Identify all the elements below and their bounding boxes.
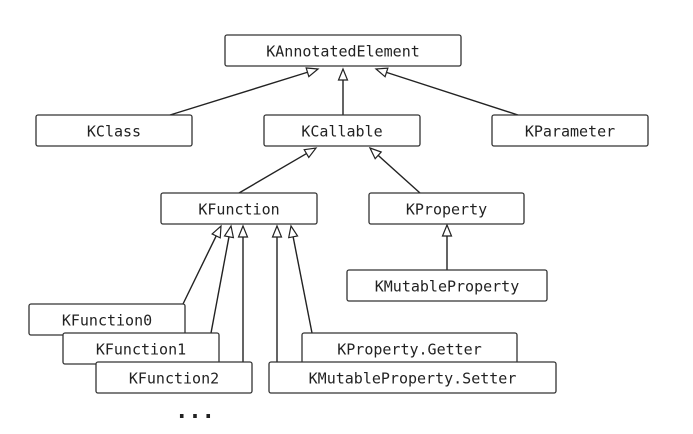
inheritance-arrowhead-icon <box>287 224 299 239</box>
class-name-label: KMutableProperty <box>375 278 520 296</box>
edge-kmutableproperty-to-kproperty <box>441 223 453 270</box>
inheritance-arrowhead-icon <box>303 147 318 159</box>
edge-line <box>182 235 217 305</box>
edge-line <box>169 71 308 116</box>
inheritance-arrowhead-icon <box>305 67 320 78</box>
class-node-kmutableproperty: KMutableProperty <box>346 269 548 302</box>
inheritance-arrowhead-icon <box>441 223 453 237</box>
class-box <box>263 114 421 147</box>
class-node-kcallable: KCallable <box>263 114 421 147</box>
class-name-label: KFunction0 <box>62 312 152 330</box>
class-node-kfunction0: KFunction0 <box>28 303 186 336</box>
more-functions-ellipsis: ... <box>175 399 215 424</box>
inheritance-arrowhead-icon <box>237 224 249 238</box>
inheritance-arrowhead-icon <box>374 67 389 78</box>
edge-kcallable-to-kannotatedelement <box>337 67 349 115</box>
edge-kmutableproperty-setter-to-kfunction <box>271 224 283 362</box>
edge-kfunction2-to-kfunction <box>237 224 249 362</box>
class-node-kclass: KClass <box>35 114 193 147</box>
class-node-kannotatedelement: KAnnotatedElement <box>224 34 462 67</box>
class-node-kmutableproperty-setter: KMutableProperty.Setter <box>268 361 557 394</box>
edge-line <box>210 236 230 334</box>
class-name-label: KFunction1 <box>96 341 186 359</box>
class-node-kfunction2: KFunction2 <box>95 361 253 394</box>
class-name-label: KProperty.Getter <box>337 341 482 359</box>
class-box <box>368 192 525 225</box>
class-name-label: KParameter <box>525 123 615 141</box>
class-box <box>268 361 557 394</box>
class-node-kproperty-getter: KProperty.Getter <box>301 332 518 365</box>
class-name-label: KCallable <box>301 123 382 141</box>
edge-line <box>386 71 519 116</box>
inheritance-arrowhead-icon <box>337 67 349 81</box>
class-box <box>224 34 462 67</box>
class-box <box>160 192 318 225</box>
class-box <box>95 361 253 394</box>
inheritance-arrowhead-icon <box>211 224 222 239</box>
edge-kfunction-to-kcallable <box>238 147 318 194</box>
inheritance-arrowhead-icon <box>271 224 283 238</box>
class-box <box>346 269 548 302</box>
edge-line <box>377 154 421 194</box>
class-node-kfunction: KFunction <box>160 192 318 225</box>
inheritance-arrowhead-icon <box>223 224 235 239</box>
class-node-kparameter: KParameter <box>491 114 649 147</box>
class-name-label: KProperty <box>406 201 487 219</box>
class-name-label: KFunction2 <box>129 370 219 388</box>
edge-kproperty-getter-to-kfunction <box>287 224 313 334</box>
class-name-label: KAnnotatedElement <box>266 43 420 61</box>
class-box <box>35 114 193 147</box>
class-name-label: KFunction <box>198 201 279 219</box>
edge-kparameter-to-kannotatedelement <box>374 67 519 116</box>
edge-kproperty-to-kcallable <box>368 146 421 194</box>
edge-line <box>238 152 307 194</box>
inheritance-edges <box>169 67 519 362</box>
edge-kclass-to-kannotatedelement <box>169 67 320 116</box>
class-name-label: KMutableProperty.Setter <box>309 370 517 388</box>
edge-line <box>292 236 313 334</box>
class-name-label: KClass <box>87 123 141 141</box>
edge-kfunction1-to-kfunction <box>210 224 235 334</box>
class-node-kfunction1: KFunction1 <box>62 332 220 365</box>
class-node-kproperty: KProperty <box>368 192 525 225</box>
class-box <box>491 114 649 147</box>
edge-kfunction0-to-kfunction <box>182 224 222 305</box>
inheritance-arrowhead-icon <box>368 146 383 160</box>
